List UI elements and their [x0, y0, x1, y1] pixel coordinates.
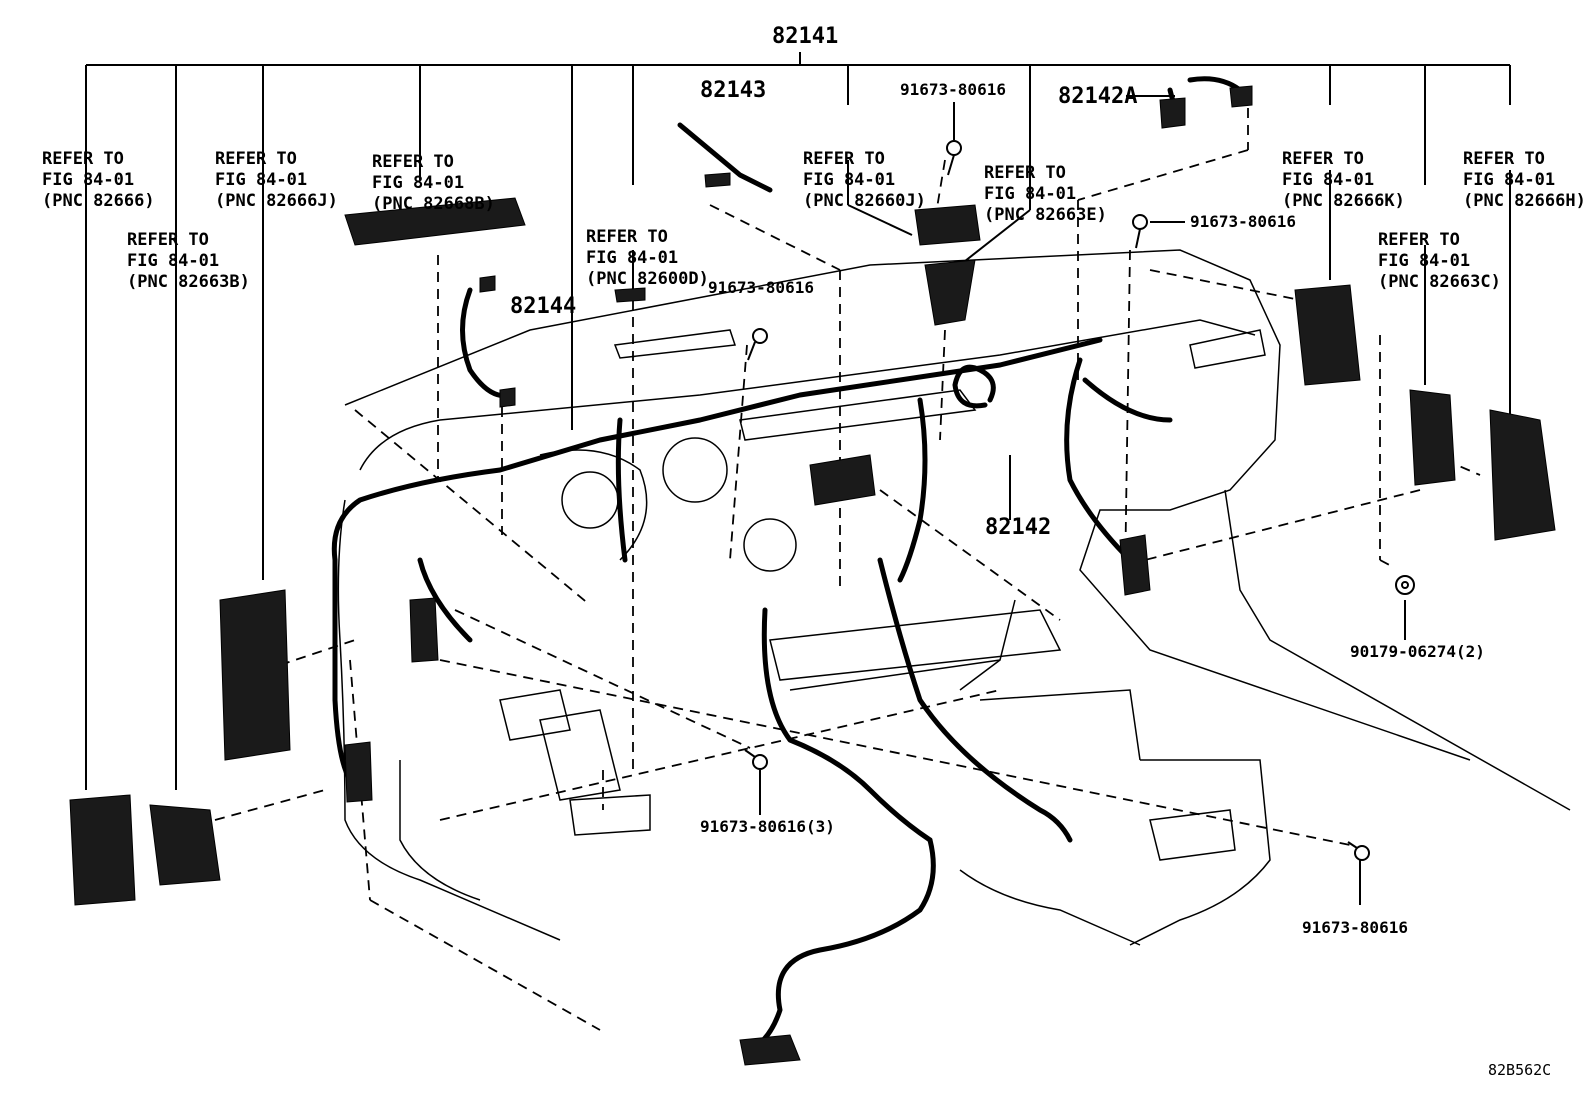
component-82663b	[149, 804, 221, 886]
part-number-82141: 82141	[772, 24, 839, 49]
bolt-icon	[747, 328, 768, 361]
fastener-label-clip: 90179-06274(2)	[1350, 642, 1485, 661]
bolt-icon	[946, 140, 962, 176]
component-82600d	[614, 287, 646, 303]
bolt-icon	[1347, 841, 1370, 861]
fastener-label-bolt-1: 91673-80616	[900, 80, 1006, 99]
component-82660j	[914, 204, 981, 246]
component-82666h	[1489, 409, 1556, 541]
component-82663e	[924, 259, 976, 326]
bolt-icon	[744, 749, 768, 770]
fastener-label-bolt-5: 91673-80616	[1302, 918, 1408, 937]
component-82668b	[344, 197, 526, 246]
fastener-label-bolt-4: 91673-80616(3)	[700, 817, 835, 836]
part-number-82144: 82144	[510, 294, 577, 319]
part-number-82143: 82143	[700, 78, 767, 103]
part-number-82142a: 82142A	[1058, 84, 1138, 109]
component-82666j	[219, 589, 291, 761]
fastener-label-bolt-2: 91673-80616	[1190, 212, 1296, 231]
bolt-icon	[1132, 214, 1148, 249]
component-82663c	[1409, 389, 1456, 486]
clip-icon	[1395, 575, 1415, 595]
part-number-82142: 82142	[985, 515, 1052, 540]
component-82666k	[1294, 284, 1361, 386]
fastener-label-bolt-3: 91673-80616	[708, 278, 814, 297]
figure-code: 82B562C	[1488, 1061, 1552, 1079]
component-82666	[69, 794, 136, 906]
